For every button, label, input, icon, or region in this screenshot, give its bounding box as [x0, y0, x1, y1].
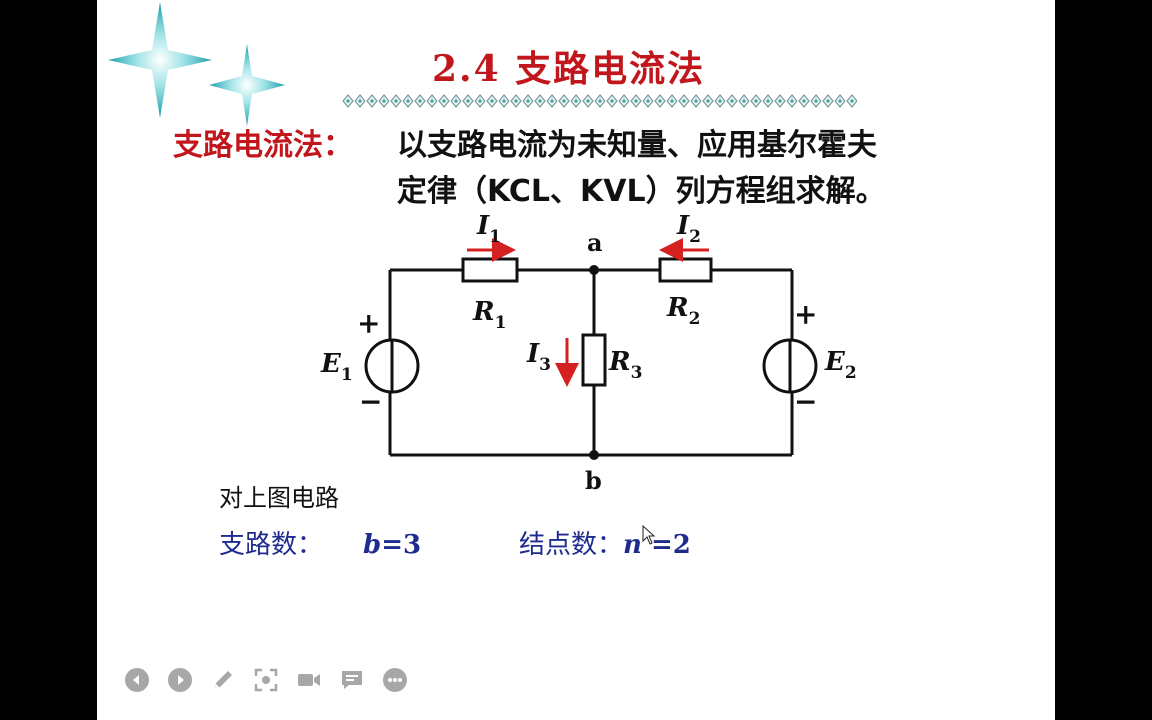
- current-label-i1: I1: [476, 211, 501, 247]
- slide: 2.4 支路电流法 支路电流法： 以支路电流为未知量、应用基尔霍夫 定律（KCL…: [97, 0, 1055, 720]
- e1-minus-sign: −: [359, 385, 382, 418]
- comment-button[interactable]: [336, 664, 368, 696]
- pen-button[interactable]: [207, 664, 239, 696]
- previous-button[interactable]: [121, 664, 153, 696]
- node-a-label: a: [587, 228, 603, 257]
- e2-plus-sign: +: [794, 298, 817, 331]
- comment-icon: [342, 671, 362, 689]
- more-icon: [383, 668, 407, 692]
- current-label-i3: I3: [526, 339, 551, 375]
- node-b-dot: [589, 450, 599, 460]
- mouse-cursor-icon: [642, 525, 656, 545]
- source-label-e2: E2: [824, 347, 857, 383]
- branch-count-label: 支路数：: [219, 530, 324, 560]
- pen-icon: [215, 671, 232, 688]
- next-button[interactable]: [164, 664, 196, 696]
- branch-count-value: =3: [381, 530, 422, 560]
- screenshot-icon: [254, 668, 278, 692]
- resistor-r3: [581, 333, 607, 387]
- star-small-icon: [209, 44, 285, 126]
- circuit-diagram: a b I1 I2 I3 R1 R2 R3 E1 E2 + − + −: [320, 211, 857, 495]
- e1-plus-sign: +: [357, 307, 380, 340]
- screenshot-button[interactable]: [250, 664, 282, 696]
- next-icon: [168, 668, 192, 692]
- sparkle-decoration: [108, 2, 285, 126]
- definition-line-1: 以支路电流为未知量、应用基尔霍夫: [397, 128, 877, 163]
- title-divider: [342, 94, 857, 108]
- previous-icon: [125, 668, 149, 692]
- branch-count: 支路数： b=3: [219, 524, 421, 561]
- definition-label: 支路电流法：: [173, 128, 353, 163]
- definition-line-2: 定律（KCL、KVL）列方程组求解。: [397, 174, 886, 209]
- caption-text: 对上图电路: [219, 484, 339, 512]
- resistor-r2: [658, 257, 713, 283]
- node-b-label: b: [585, 466, 602, 495]
- resistor-label-r1: R1: [472, 297, 506, 333]
- resistor-r1: [461, 257, 519, 283]
- camera-icon: [298, 674, 320, 686]
- node-count-label: 结点数：: [519, 530, 624, 560]
- node-count-value: =2: [641, 530, 691, 560]
- current-label-i2: I2: [676, 211, 701, 247]
- star-large-icon: [108, 2, 212, 118]
- resistor-label-r3: R3: [608, 347, 642, 383]
- node-count-var: n: [623, 530, 642, 560]
- branch-count-var: b: [363, 530, 382, 560]
- node-count: 结点数：n =2: [519, 524, 691, 561]
- e2-minus-sign: −: [794, 385, 817, 418]
- node-a-dot: [589, 265, 599, 275]
- more-button[interactable]: [379, 664, 411, 696]
- presentation-toolbar: [121, 664, 411, 696]
- slide-title: 2.4 支路电流法: [432, 48, 706, 90]
- resistor-label-r2: R2: [666, 293, 700, 329]
- camera-button[interactable]: [293, 664, 325, 696]
- source-label-e1: E1: [320, 349, 353, 385]
